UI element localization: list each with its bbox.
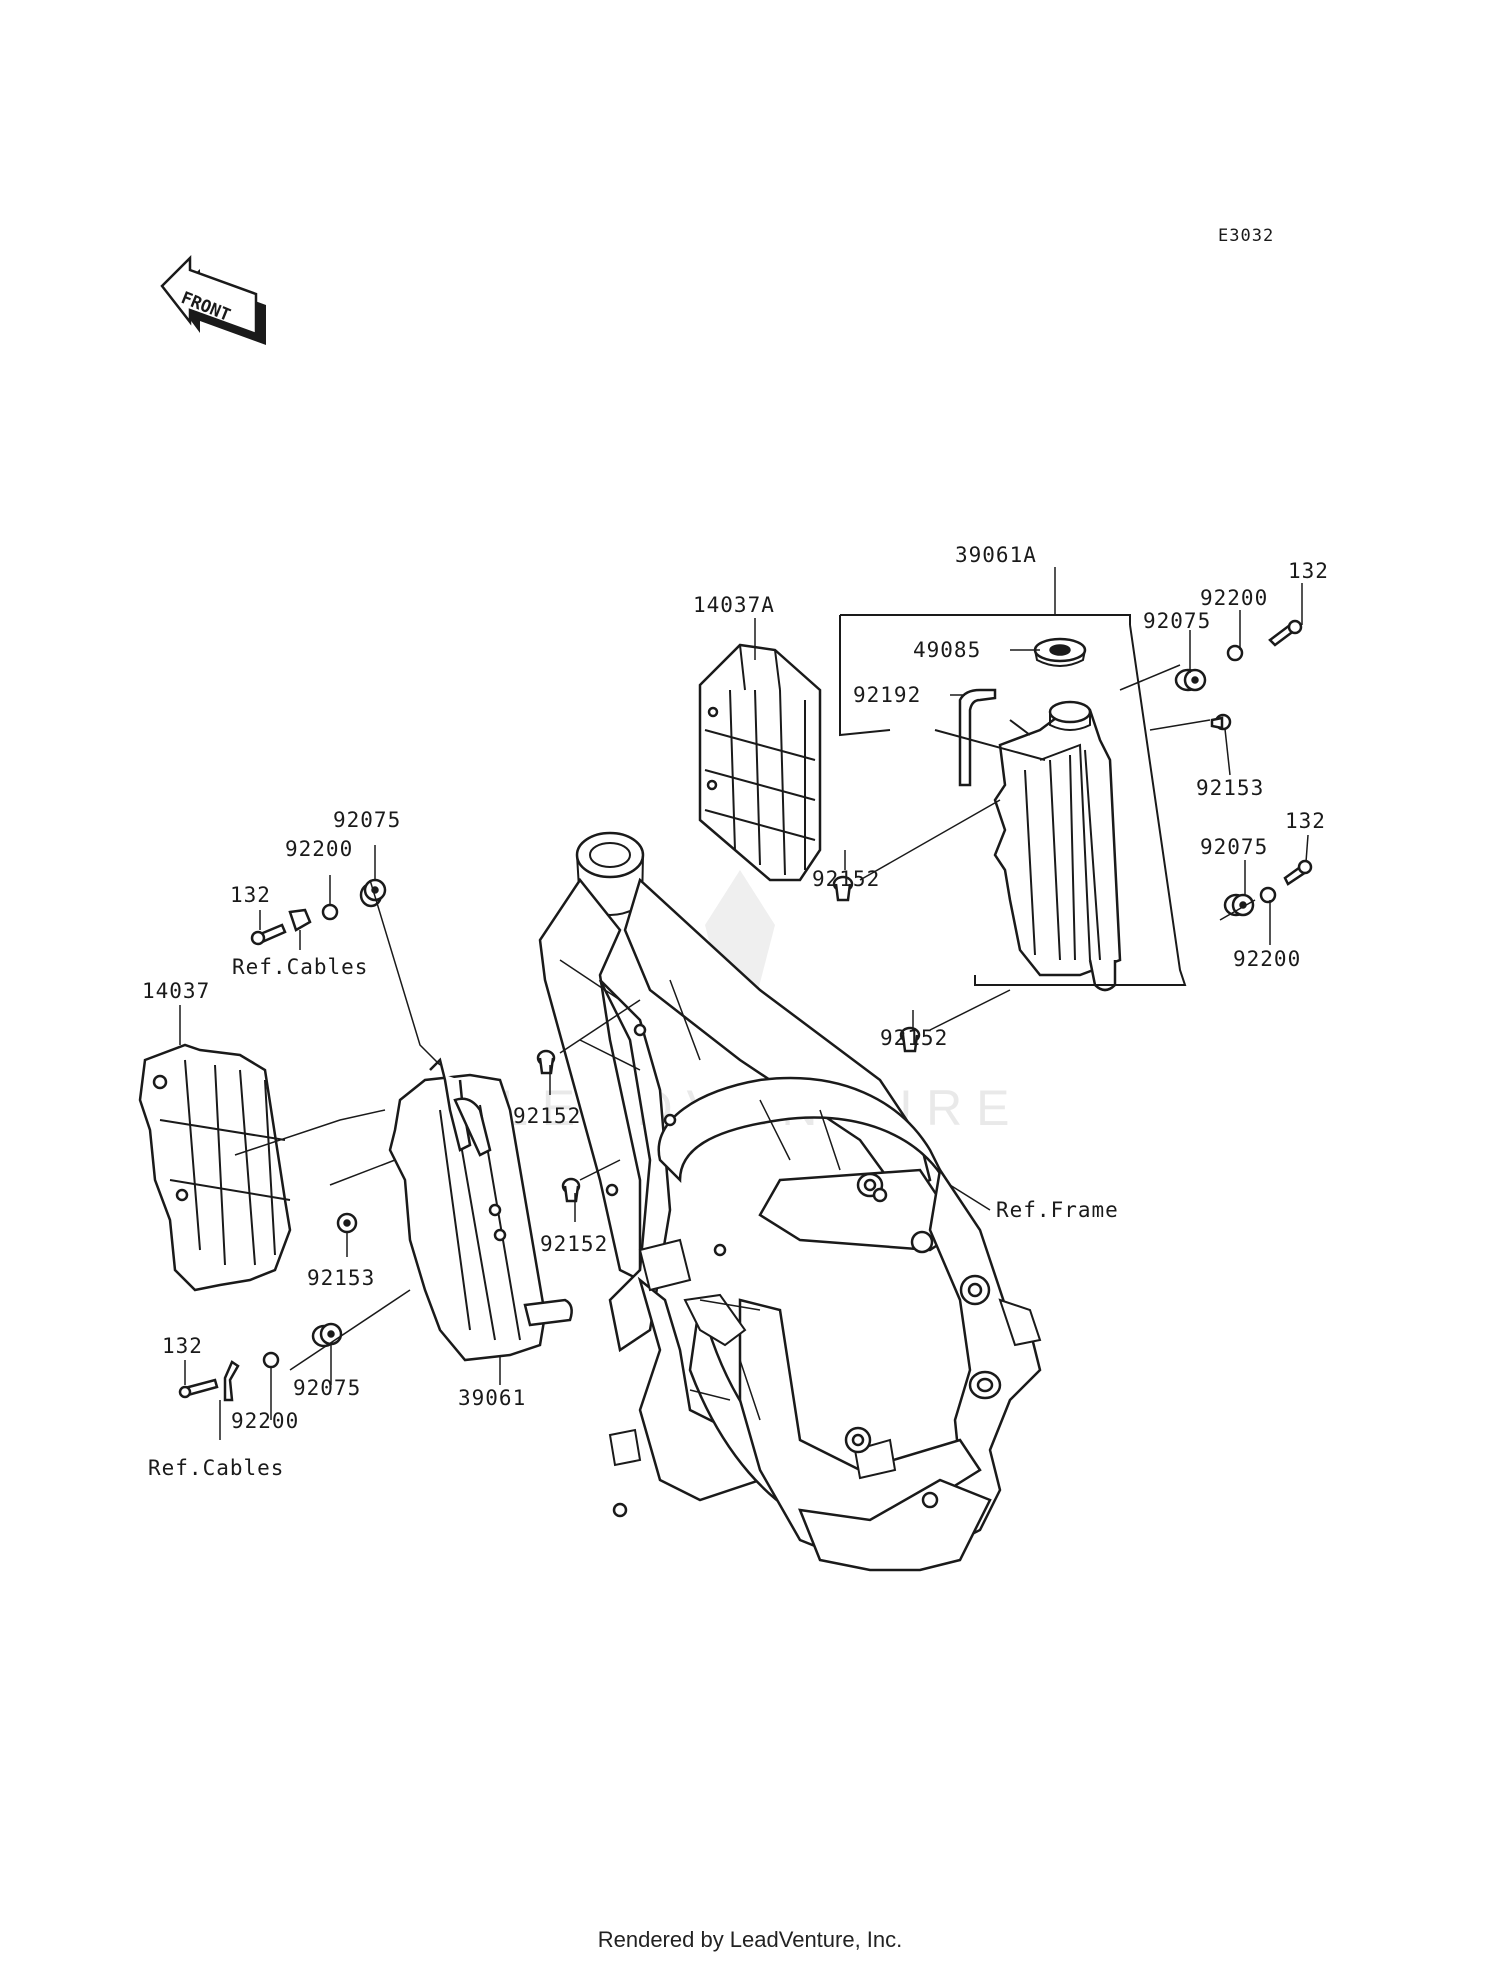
label-ref-cables-bottom: Ref.Cables xyxy=(148,1456,284,1480)
collar-92152-a xyxy=(832,875,854,902)
grommet-92075-left xyxy=(359,878,387,908)
part-labels: 39061A 14037A 132 92200 92075 49085 9219… xyxy=(142,543,1329,1480)
grommet-92075-bottom xyxy=(311,1322,343,1348)
radiator-left xyxy=(388,1057,573,1362)
radiator-shroud-right xyxy=(698,643,822,882)
leader-lines xyxy=(179,567,1309,1440)
diagram-code: E3032 xyxy=(1218,226,1274,246)
bolt-92153-right xyxy=(1210,713,1232,731)
front-arrow-icon: FRONT xyxy=(160,254,266,345)
label-39061: 39061 xyxy=(458,1386,526,1410)
label-92152-b: 92152 xyxy=(880,1026,948,1050)
label-132-bottom: 132 xyxy=(162,1334,203,1358)
collar-92152-c xyxy=(536,1049,556,1075)
label-92153-right: 92153 xyxy=(1196,776,1264,800)
label-132-right: 132 xyxy=(1285,809,1326,833)
label-92075-top: 92075 xyxy=(1143,609,1211,633)
washer-92200-top xyxy=(1226,644,1244,662)
label-14037A: 14037A xyxy=(693,593,775,617)
label-92192: 92192 xyxy=(853,683,921,707)
label-ref-cables-top: Ref.Cables xyxy=(232,955,368,979)
label-14037: 14037 xyxy=(142,979,210,1003)
label-132-top: 132 xyxy=(1288,559,1329,583)
label-132-left: 132 xyxy=(230,883,271,907)
frame xyxy=(538,831,1042,1572)
label-92200-right: 92200 xyxy=(1233,947,1301,971)
label-92152-a: 92152 xyxy=(812,867,880,891)
label-92152-d: 92152 xyxy=(540,1232,608,1256)
washer-92200-bottom xyxy=(262,1351,280,1369)
grommet-92075-top xyxy=(1174,668,1207,692)
bolt-132-bottom xyxy=(178,1360,240,1402)
bolt-132-left xyxy=(250,908,312,946)
label-ref-frame: Ref.Frame xyxy=(996,1198,1119,1222)
label-92200-bottom: 92200 xyxy=(231,1409,299,1433)
washer-92200-right xyxy=(1259,886,1277,904)
label-92075-right: 92075 xyxy=(1200,835,1268,859)
fasteners xyxy=(178,619,1313,1402)
label-49085: 49085 xyxy=(913,638,981,662)
label-92075-bottom: 92075 xyxy=(293,1376,361,1400)
bolt-132-top xyxy=(1268,619,1303,647)
nut-92153-left xyxy=(336,1212,358,1234)
label-92075-left: 92075 xyxy=(333,808,401,832)
label-39061A: 39061A xyxy=(955,543,1037,567)
label-92200-top: 92200 xyxy=(1200,586,1268,610)
footer-credit: Rendered by LeadVenture, Inc. xyxy=(598,1927,903,1952)
collar-92152-b xyxy=(899,1026,921,1053)
collar-92152-d xyxy=(561,1177,581,1203)
bolt-132-right xyxy=(1283,859,1313,886)
label-92200-left: 92200 xyxy=(285,837,353,861)
radiator-shroud-left xyxy=(138,1043,292,1292)
grommet-92075-right xyxy=(1223,893,1255,917)
label-92152-c: 92152 xyxy=(513,1104,581,1128)
washer-92200-left xyxy=(321,903,339,921)
radiator-right xyxy=(839,614,1187,992)
label-92153-left: 92153 xyxy=(307,1266,375,1290)
